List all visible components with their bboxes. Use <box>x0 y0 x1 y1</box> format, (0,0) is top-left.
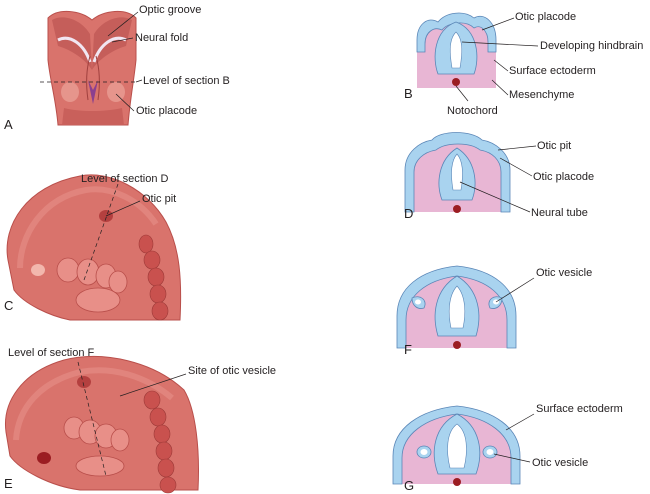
label-developing-hindbrain: Developing hindbrain <box>540 40 643 52</box>
label-otic-placode-a: Otic placode <box>136 105 197 117</box>
label-neural-tube: Neural tube <box>531 207 588 219</box>
label-level-of-section-f: Level of section F <box>8 347 94 359</box>
panel-a-embryo-head-drawing <box>47 11 137 126</box>
label-level-of-section-d: Level of section D <box>81 173 168 185</box>
label-optic-groove: Optic groove <box>139 4 201 16</box>
panel-g: Surface ectoderm Otic vesicle G <box>392 403 623 493</box>
panel-letter-e: E <box>4 476 13 491</box>
label-neural-fold: Neural fold <box>135 32 188 44</box>
label-otic-placode-b: Otic placode <box>515 11 576 23</box>
panel-letter-c: C <box>4 298 13 313</box>
panel-letter-a: A <box>4 117 13 132</box>
label-surface-ectoderm-b: Surface ectoderm <box>509 65 596 77</box>
panel-f: Otic vesicle F <box>396 265 592 357</box>
label-mesenchyme: Mesenchyme <box>509 89 574 101</box>
panel-letter-d: D <box>404 206 413 221</box>
panel-letter-g: G <box>404 478 414 493</box>
label-level-of-section-b: Level of section B <box>143 75 230 87</box>
panel-d-section-drawing <box>404 132 511 213</box>
label-site-of-otic-vesicle: Site of otic vesicle <box>188 365 276 377</box>
panel-b: Otic placode Developing hindbrain Surfac… <box>404 11 643 117</box>
panel-letter-f: F <box>404 342 412 357</box>
panel-c-embryo-lateral-drawing <box>6 174 182 321</box>
panel-f-section-drawing <box>396 265 517 349</box>
label-otic-vesicle-g: Otic vesicle <box>532 457 588 469</box>
panel-e-embryo-lateral-drawing <box>5 356 199 494</box>
panel-a: Optic groove Neural fold Level of sectio… <box>4 4 230 132</box>
label-notochord: Notochord <box>447 105 498 117</box>
label-otic-placode-d: Otic placode <box>533 171 594 183</box>
panel-c: Level of section D Otic pit C <box>4 173 182 321</box>
panel-letter-b: B <box>404 86 413 101</box>
label-otic-pit-c: Otic pit <box>142 193 176 205</box>
panel-e: Level of section F Site of otic vesicle … <box>4 347 276 494</box>
label-otic-vesicle-f: Otic vesicle <box>536 267 592 279</box>
panel-g-section-drawing <box>392 405 521 486</box>
label-surface-ectoderm-g: Surface ectoderm <box>536 403 623 415</box>
label-otic-pit-d: Otic pit <box>537 140 571 152</box>
panel-b-section-drawing <box>416 12 497 88</box>
panel-d: Otic pit Otic placode Neural tube D <box>404 132 594 221</box>
